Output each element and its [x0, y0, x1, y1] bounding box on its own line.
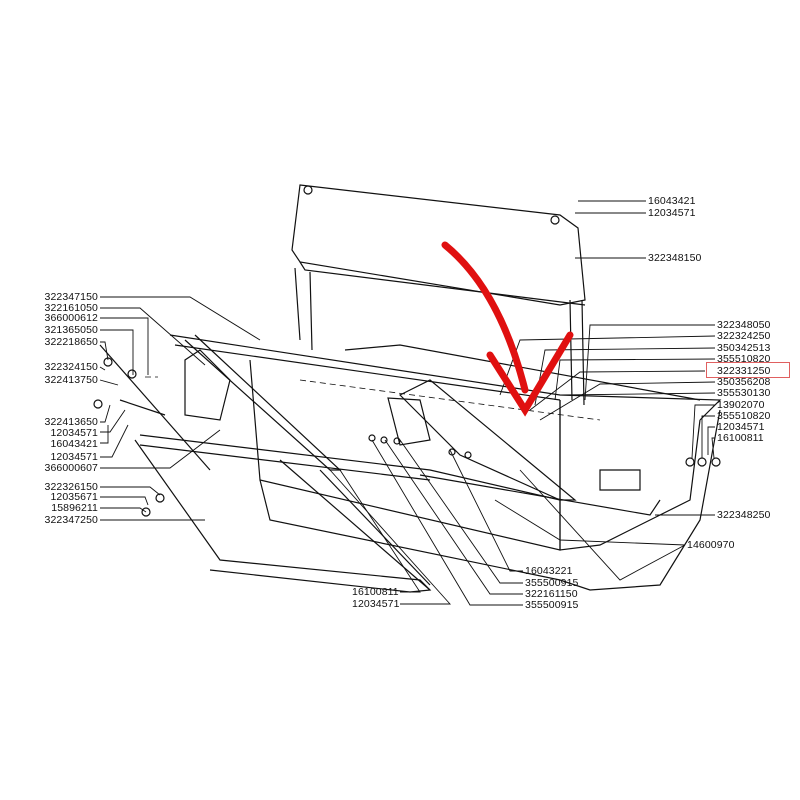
part-label: 12034571: [352, 598, 400, 610]
part-label: 16043421: [648, 195, 696, 207]
part-label: 322413650: [44, 416, 98, 428]
part-label: 322324250: [717, 330, 771, 342]
part-label: 321365050: [44, 324, 98, 336]
leader-lines: [99, 200, 716, 606]
part-label: 16100811: [352, 586, 399, 598]
part-label: 15896211: [51, 502, 98, 514]
part-label: 12034571: [50, 451, 98, 463]
part-label: 350356208: [717, 376, 771, 388]
part-label: 355510820: [717, 410, 771, 422]
part-label: 355500915: [525, 577, 579, 589]
part-label: 322347150: [44, 291, 98, 303]
red-arrow-indicator: [441, 241, 574, 417]
back-board: [291, 184, 586, 406]
part-label: 322326150: [44, 481, 98, 493]
part-label: 355500915: [525, 599, 579, 611]
part-label: 322161050: [44, 302, 98, 314]
part-label: 322324150: [44, 361, 98, 373]
part-label: 12034571: [50, 427, 98, 439]
trough-frame: [93, 334, 722, 593]
part-label: 16043421: [50, 438, 98, 450]
part-label: 14600970: [687, 539, 735, 551]
part-label: 322348150: [648, 252, 702, 264]
part-label: 16043221: [525, 565, 573, 577]
highlighted-part-label: 322331250: [717, 365, 771, 377]
part-label: 322347250: [44, 514, 98, 526]
part-label: 322348050: [717, 319, 771, 331]
part-label: 350342513: [717, 342, 771, 354]
part-label: 366000607: [44, 462, 98, 474]
part-label: 322218650: [44, 336, 98, 348]
highlight-box: [706, 362, 790, 378]
part-label: 355530130: [717, 387, 771, 399]
part-label: 366000612: [44, 312, 98, 324]
part-label: 12034571: [717, 421, 765, 433]
part-label: 322348250: [717, 509, 771, 521]
part-label: 13902070: [717, 399, 765, 411]
part-label: 12035671: [50, 491, 98, 503]
part-label: 16100811: [717, 432, 764, 444]
part-label: 322413750: [44, 374, 98, 386]
part-label: 12034571: [648, 207, 696, 219]
part-label: 322161150: [525, 588, 578, 600]
